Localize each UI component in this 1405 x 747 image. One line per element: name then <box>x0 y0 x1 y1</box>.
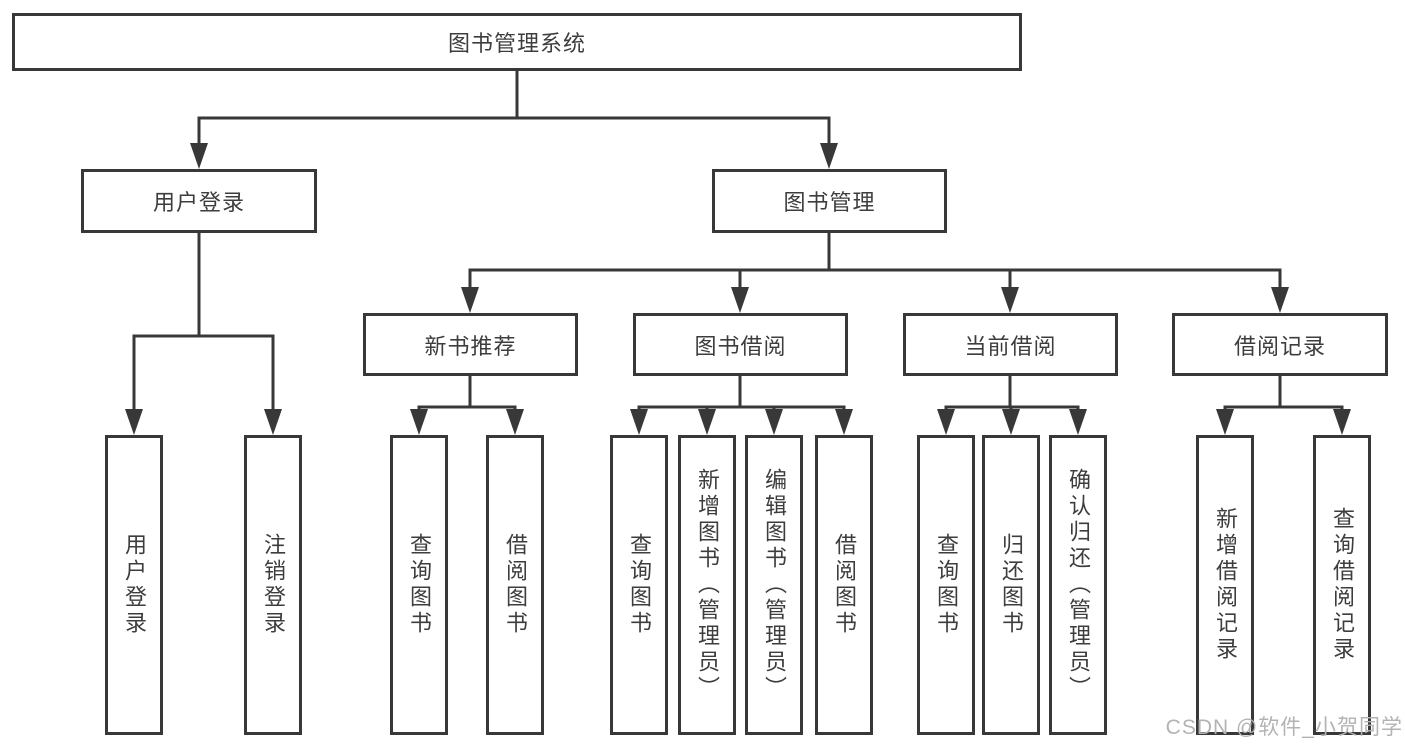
arrowhead-icons <box>125 143 1351 435</box>
node-borrow-records: 借阅记录 <box>1172 313 1388 376</box>
leaf-current-confirm-return-admin: 确认归还（管理员） <box>1049 435 1107 735</box>
leaf-borrowing-add-book-admin: 新增图书（管理员） <box>678 435 736 735</box>
node-user-login: 用户登录 <box>81 169 317 233</box>
node-current-borrowing: 当前借阅 <box>903 313 1118 376</box>
leaf-newbook-borrow-book: 借阅图书 <box>486 435 544 735</box>
leaf-current-query-book: 查询图书 <box>917 435 975 735</box>
leaf-records-add-record: 新增借阅记录 <box>1196 435 1254 735</box>
leaf-borrowing-query-book: 查询图书 <box>610 435 668 735</box>
watermark: CSDN @软件_小贺同学 <box>1165 716 1403 739</box>
node-library-management-system: 图书管理系统 <box>12 13 1022 71</box>
node-book-management: 图书管理 <box>712 169 947 233</box>
leaf-current-return-book: 归还图书 <box>982 435 1040 735</box>
leaf-newbook-query-book: 查询图书 <box>390 435 448 735</box>
leaf-logout: 注销登录 <box>244 435 302 735</box>
leaf-borrowing-edit-book-admin: 编辑图书（管理员） <box>745 435 803 735</box>
leaf-records-query-record: 查询借阅记录 <box>1313 435 1371 735</box>
leaf-user-login: 用户登录 <box>105 435 163 735</box>
leaf-borrowing-borrow-book: 借阅图书 <box>815 435 873 735</box>
node-new-book-recommend: 新书推荐 <box>363 313 578 376</box>
node-book-borrowing: 图书借阅 <box>633 313 848 376</box>
